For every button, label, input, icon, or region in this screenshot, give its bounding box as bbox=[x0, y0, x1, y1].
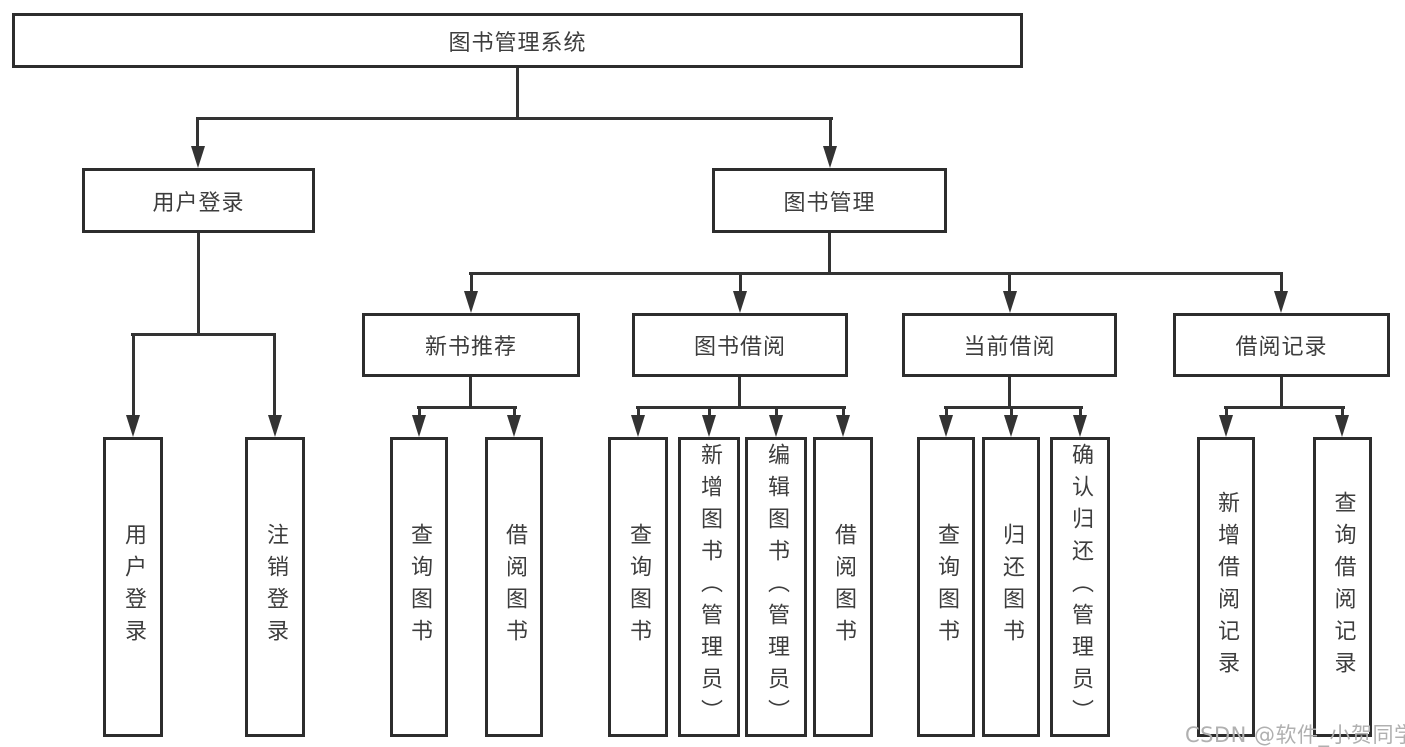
leaf-query-borrow-record: 查询借阅记录 bbox=[1313, 437, 1372, 737]
arrow-down-icon bbox=[702, 415, 716, 437]
watermark-text: CSDN @软件_小贺同学 bbox=[1185, 723, 1405, 747]
arrow-down-icon bbox=[412, 415, 426, 437]
node-book-borrowing-label: 图书借阅 bbox=[693, 335, 786, 360]
node-user-login: 用户登录 bbox=[82, 168, 315, 233]
leaf-logout: 注销登录 bbox=[245, 437, 305, 737]
leaf-confirm-return-admin-label: 确认归还（管理员） bbox=[1068, 443, 1093, 731]
arrow-down-icon bbox=[836, 415, 850, 437]
connector-line bbox=[1008, 275, 1011, 293]
leaf-confirm-return-admin: 确认归还（管理员） bbox=[1050, 437, 1110, 737]
arrow-down-icon bbox=[1335, 415, 1349, 437]
connector-line bbox=[637, 409, 640, 419]
leaf-query-borrow-record-label: 查询借阅记录 bbox=[1330, 491, 1356, 683]
connector-line bbox=[828, 233, 831, 275]
connector-line bbox=[1010, 409, 1013, 419]
leaf-borrow-books-recommend: 借阅图书 bbox=[485, 437, 543, 737]
connector-line bbox=[469, 272, 1283, 275]
node-book-management-label: 图书管理 bbox=[783, 190, 876, 216]
node-current-borrowing: 当前借阅 bbox=[902, 313, 1117, 377]
leaf-borrow-books: 借阅图书 bbox=[813, 437, 873, 737]
connector-line bbox=[944, 406, 1083, 409]
arrow-down-icon bbox=[1004, 415, 1018, 437]
connector-line bbox=[708, 409, 711, 419]
connector-line bbox=[738, 377, 741, 409]
leaf-borrow-books-recommend-label: 借阅图书 bbox=[502, 523, 527, 651]
leaf-add-books-admin: 新增图书（管理员） bbox=[678, 437, 740, 737]
connector-line bbox=[196, 120, 199, 148]
leaf-return-books: 归还图书 bbox=[982, 437, 1040, 737]
connector-line bbox=[1225, 409, 1228, 419]
leaf-add-borrow-record: 新增借阅记录 bbox=[1197, 437, 1255, 737]
connector-line bbox=[775, 409, 778, 419]
leaf-add-borrow-record-label: 新增借阅记录 bbox=[1214, 491, 1239, 683]
arrow-down-icon bbox=[1274, 291, 1288, 313]
connector-line bbox=[842, 409, 845, 419]
arrow-down-icon bbox=[769, 415, 783, 437]
leaf-query-books-current: 查询图书 bbox=[917, 437, 975, 737]
connector-line bbox=[1341, 409, 1344, 419]
node-book-borrowing: 图书借阅 bbox=[632, 313, 848, 377]
leaf-user-login: 用户登录 bbox=[103, 437, 163, 737]
connector-line bbox=[829, 120, 832, 148]
leaf-edit-books-admin: 编辑图书（管理员） bbox=[745, 437, 807, 737]
leaf-query-books-current-label: 查询图书 bbox=[934, 523, 959, 651]
arrow-down-icon bbox=[939, 415, 953, 437]
arrow-down-icon bbox=[733, 291, 747, 313]
connector-line bbox=[945, 409, 948, 419]
leaf-borrow-books-label: 借阅图书 bbox=[831, 523, 856, 651]
arrow-down-icon bbox=[1073, 415, 1087, 437]
connector-line bbox=[1280, 275, 1283, 293]
arrow-down-icon bbox=[268, 415, 282, 437]
leaf-logout-label: 注销登录 bbox=[263, 523, 288, 651]
connector-line bbox=[739, 275, 742, 293]
arrow-down-icon bbox=[631, 415, 645, 437]
node-library-management-system-label: 图书管理系统 bbox=[448, 30, 587, 56]
connector-line bbox=[132, 336, 135, 418]
arrow-down-icon bbox=[823, 146, 837, 168]
node-book-management: 图书管理 bbox=[712, 168, 947, 233]
connector-line bbox=[469, 377, 472, 409]
node-new-book-recommend: 新书推荐 bbox=[362, 313, 580, 377]
node-user-login-label: 用户登录 bbox=[152, 190, 245, 216]
connector-line bbox=[636, 406, 846, 409]
arrow-down-icon bbox=[1219, 415, 1233, 437]
connector-line bbox=[1280, 377, 1283, 409]
leaf-return-books-label: 归还图书 bbox=[999, 523, 1024, 651]
leaf-query-books-recommend: 查询图书 bbox=[390, 437, 448, 737]
connector-line bbox=[196, 117, 833, 120]
node-current-borrowing-label: 当前借阅 bbox=[963, 335, 1056, 360]
connector-line bbox=[131, 333, 276, 336]
node-borrowing-records: 借阅记录 bbox=[1173, 313, 1390, 377]
connector-line bbox=[516, 68, 519, 120]
node-borrowing-records-label: 借阅记录 bbox=[1235, 335, 1328, 360]
leaf-query-books-borrowing: 查询图书 bbox=[608, 437, 668, 737]
connector-line bbox=[1224, 406, 1345, 409]
arrow-down-icon bbox=[507, 415, 521, 437]
connector-line bbox=[513, 409, 516, 419]
arrow-down-icon bbox=[126, 415, 140, 437]
arrow-down-icon bbox=[464, 291, 478, 313]
connector-line bbox=[273, 336, 276, 418]
leaf-user-login-label: 用户登录 bbox=[121, 523, 146, 651]
node-library-management-system: 图书管理系统 bbox=[12, 13, 1023, 68]
arrow-down-icon bbox=[191, 146, 205, 168]
leaf-query-books-borrowing-label: 查询图书 bbox=[626, 523, 651, 651]
connector-line bbox=[1079, 409, 1082, 419]
connector-line bbox=[418, 409, 421, 419]
connector-line bbox=[417, 406, 517, 409]
connector-line bbox=[1008, 377, 1011, 409]
connector-line bbox=[197, 233, 200, 333]
arrow-down-icon bbox=[1003, 291, 1017, 313]
connector-line bbox=[470, 275, 473, 293]
leaf-add-books-admin-label: 新增图书（管理员） bbox=[697, 443, 722, 731]
leaf-query-books-recommend-label: 查询图书 bbox=[407, 523, 432, 651]
leaf-edit-books-admin-label: 编辑图书（管理员） bbox=[764, 443, 789, 731]
node-new-book-recommend-label: 新书推荐 bbox=[424, 335, 517, 360]
